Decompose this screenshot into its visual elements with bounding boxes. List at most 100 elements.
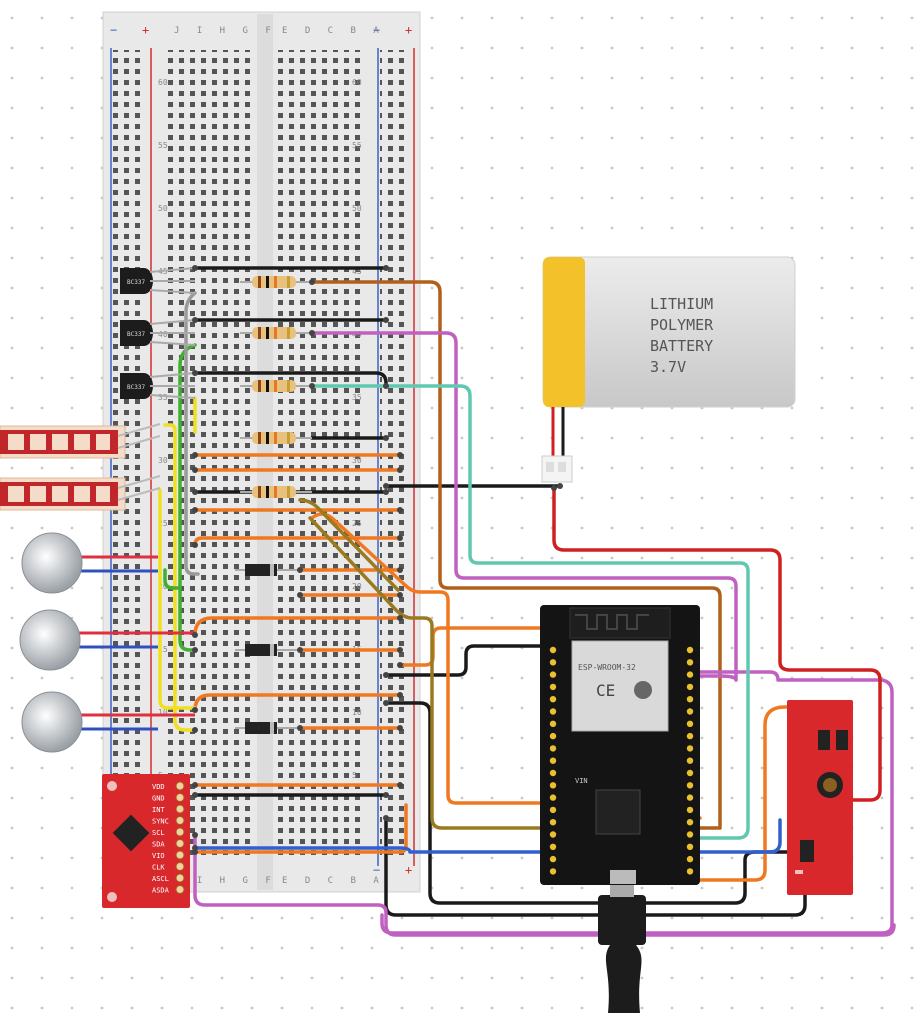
wire-endpoint xyxy=(397,467,403,473)
esp32-pin xyxy=(686,646,694,654)
transistors: BC337 BC337 BC337 xyxy=(120,267,196,399)
esp32-pin xyxy=(686,696,694,703)
imu-pin-label: INT xyxy=(152,806,165,814)
breadboard: − + − + − + J I H G F E D C B A J I H G … xyxy=(102,11,421,893)
esp32-pin xyxy=(549,757,557,764)
flex-sensors xyxy=(0,423,161,511)
wire-endpoint xyxy=(383,792,389,798)
wire-endpoint xyxy=(309,330,315,336)
esp32-pin-headers xyxy=(549,646,694,875)
wire-endpoint xyxy=(397,647,403,653)
flex-sensor-2 xyxy=(0,475,161,511)
esp32-pin xyxy=(549,819,557,826)
rail-minus-top-right: − xyxy=(373,23,380,37)
charger-module xyxy=(787,700,853,895)
row-number: 10 xyxy=(352,708,362,717)
resistors xyxy=(240,276,312,498)
wire-orange xyxy=(193,803,408,854)
esp32-pin xyxy=(549,720,557,727)
wire-teal xyxy=(310,384,750,840)
imu-pin-pad xyxy=(175,873,185,883)
esp32-pin xyxy=(686,819,694,826)
resistor-2 xyxy=(240,327,312,339)
wire-endpoint xyxy=(297,567,303,573)
wire-endpoint xyxy=(397,662,403,668)
wire-endpoint xyxy=(397,782,403,788)
column-letters-bottom-left: J I H G F xyxy=(174,876,277,886)
imu-pin-label: SYNC xyxy=(152,818,169,826)
esp32-pin xyxy=(549,696,557,703)
wire-endpoint xyxy=(397,507,403,513)
vibration-motor-1 xyxy=(21,532,158,594)
wire-endpoint xyxy=(383,435,389,441)
battery-label-line1: LITHIUM xyxy=(650,295,713,313)
wire-endpoint xyxy=(192,317,198,323)
imu-pin-label: ASDA xyxy=(152,887,170,895)
imu-pin-pad xyxy=(175,885,185,894)
row-number: 50 xyxy=(352,204,362,213)
wire-brown xyxy=(298,498,400,592)
wire-green xyxy=(163,568,180,590)
row-number: 60 xyxy=(158,78,168,87)
wire-endpoint xyxy=(383,672,389,678)
transistor-label: BC337 xyxy=(127,331,145,338)
wire-endpoint xyxy=(397,567,403,573)
esp32-pin xyxy=(686,769,694,777)
imu-pin-label: VIO xyxy=(152,852,165,860)
imu-pin-pad xyxy=(175,839,185,848)
vibration-motors xyxy=(19,532,195,753)
row-number: 35 xyxy=(352,393,362,402)
battery-label-line3: BATTERY xyxy=(650,337,713,355)
esp32-pin xyxy=(549,806,557,814)
diode-3 xyxy=(235,722,300,734)
esp32-pin xyxy=(549,708,557,715)
wire-endpoint xyxy=(192,632,198,638)
esp32-pin xyxy=(549,745,557,752)
rail-minus-bottom-right: − xyxy=(373,863,380,877)
esp32-pin xyxy=(686,708,694,715)
imu-pin-pad xyxy=(175,862,185,871)
flex-sensor-1 xyxy=(0,423,161,459)
wire-endpoint xyxy=(192,265,198,271)
row-number: 35 xyxy=(158,393,168,402)
rail-plus-top-left: + xyxy=(142,23,149,37)
battery-label-line2: POLYMER xyxy=(650,316,714,334)
resistor-3 xyxy=(240,380,312,392)
esp32-pin xyxy=(686,732,694,740)
wire-endpoint xyxy=(192,792,198,798)
wire-gray xyxy=(184,291,200,576)
esp32-pin xyxy=(549,732,557,740)
esp32-pin xyxy=(686,782,694,789)
diode-1 xyxy=(235,564,300,576)
imu-pin-pad xyxy=(175,827,185,837)
imu-pin-label: ASCL xyxy=(152,875,169,883)
row-number: 5 xyxy=(352,771,357,780)
wire-endpoint xyxy=(192,467,198,473)
transistor-1: BC337 xyxy=(120,267,196,294)
esp32-pin xyxy=(686,720,694,727)
wires xyxy=(158,266,896,937)
imu-pin-pad xyxy=(175,793,185,802)
resistor-4 xyxy=(240,432,312,444)
wire-endpoint xyxy=(297,725,303,731)
row-number: 40 xyxy=(158,330,168,339)
wire-endpoint xyxy=(397,725,403,731)
wire-yellow xyxy=(158,488,197,710)
imu-pin-pad xyxy=(175,781,185,791)
esp32-devkit: ESP-WROOM-32 CE VIN xyxy=(540,605,700,885)
row-number: 45 xyxy=(352,267,362,276)
wire-yellow xyxy=(163,423,197,732)
wire-endpoint xyxy=(309,383,315,389)
transistor-label: BC337 xyxy=(127,384,145,391)
wire-endpoint xyxy=(192,782,198,788)
wire-endpoint xyxy=(192,507,198,513)
wire-purple xyxy=(193,833,896,937)
wire-endpoint xyxy=(192,542,198,548)
imu-pin-label: CLK xyxy=(152,864,165,872)
row-number: 60 xyxy=(352,78,362,87)
wire-black xyxy=(384,644,554,677)
esp32-vin-label: VIN xyxy=(575,777,588,785)
wire-black xyxy=(384,701,802,905)
imu-pin-label: VDD xyxy=(152,783,165,791)
